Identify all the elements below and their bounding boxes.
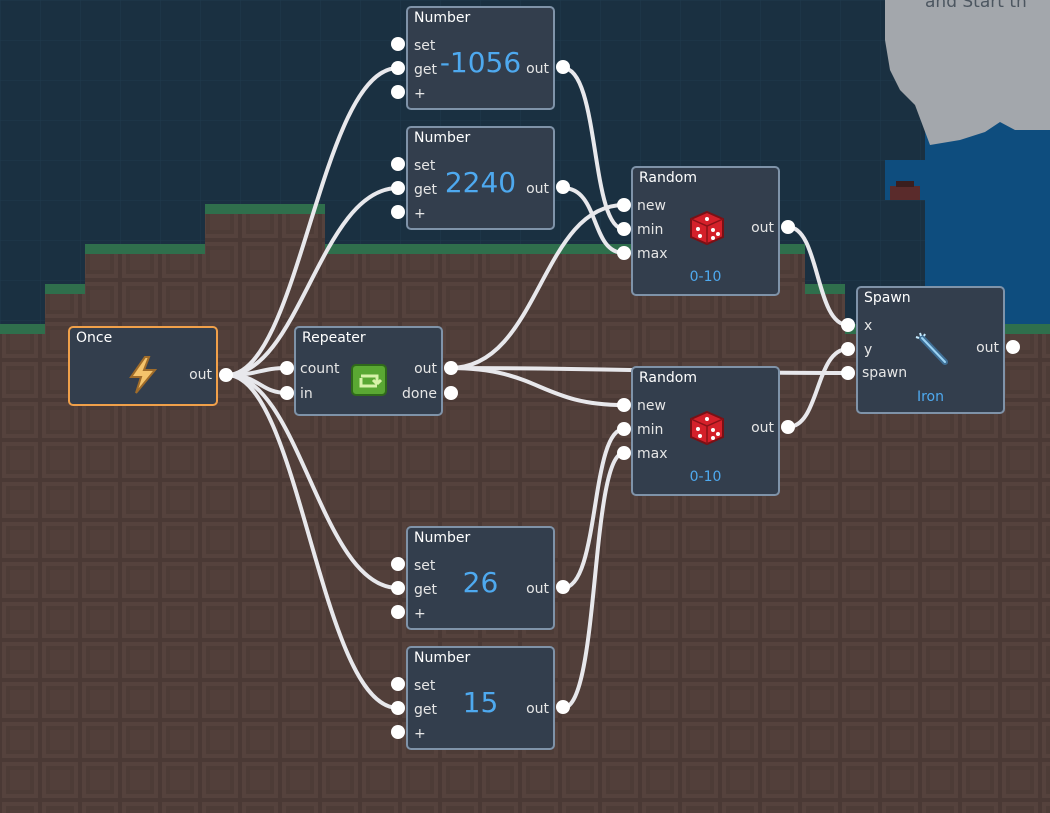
port-y[interactable]: y xyxy=(864,342,873,358)
port-done[interactable]: done xyxy=(402,386,437,402)
number-node-2[interactable]: Number set get + 2240 out xyxy=(406,126,555,230)
port-plus[interactable]: + xyxy=(414,86,426,102)
port-out[interactable]: out xyxy=(751,220,774,236)
number-node-4[interactable]: Number set get + 15 out xyxy=(406,646,555,750)
port-count[interactable]: count xyxy=(300,361,340,377)
dice-icon xyxy=(690,410,724,446)
range-label: 0-10 xyxy=(689,269,722,285)
wire-once-number1 xyxy=(225,66,400,377)
node-title: Once xyxy=(76,330,113,346)
random-node-1[interactable]: Random new min max out 0-10 xyxy=(631,166,780,296)
port-out[interactable]: out xyxy=(526,61,549,77)
stone-cloud xyxy=(885,0,1050,145)
repeat-icon xyxy=(351,364,387,396)
dice-icon xyxy=(690,210,724,246)
corner-caption: and Start th xyxy=(925,0,1027,12)
range-label: 0-10 xyxy=(689,469,722,485)
small-house xyxy=(890,181,920,200)
port-max[interactable]: max xyxy=(637,446,668,462)
number-node-1[interactable]: Number set get + -1056 out xyxy=(406,6,555,110)
spawn-item-label: Iron xyxy=(916,389,944,405)
port-out[interactable]: out xyxy=(526,181,549,197)
node-title: Number xyxy=(414,650,471,666)
lightning-icon xyxy=(129,356,158,394)
port-in[interactable]: in xyxy=(300,386,313,402)
port-out[interactable]: out xyxy=(189,367,212,383)
wire-repeater-random1 xyxy=(448,203,626,370)
number-node-3[interactable]: Number set get + 26 out xyxy=(406,526,555,630)
once-node[interactable]: Once out xyxy=(68,326,218,406)
port-get[interactable]: get xyxy=(414,582,437,598)
port-set[interactable]: set xyxy=(414,678,436,694)
wire-random1-spawn xyxy=(786,225,850,327)
wire-once-number2 xyxy=(225,186,400,377)
node-title: Random xyxy=(639,170,697,186)
wire-number3-random2 xyxy=(561,427,626,590)
wire-number4-random2 xyxy=(561,451,626,710)
wire-once-number3 xyxy=(225,373,400,590)
port-get[interactable]: get xyxy=(414,62,437,78)
port-min[interactable]: min xyxy=(637,422,664,438)
port-out[interactable]: out xyxy=(414,361,437,377)
port-get[interactable]: get xyxy=(414,182,437,198)
port-max[interactable]: max xyxy=(637,246,668,262)
number-value[interactable]: 2240 xyxy=(444,166,517,199)
node-title: Number xyxy=(414,130,471,146)
port-set[interactable]: set xyxy=(414,558,436,574)
port-out[interactable]: out xyxy=(526,581,549,597)
port-plus[interactable]: + xyxy=(414,726,426,742)
port-plus[interactable]: + xyxy=(414,206,426,222)
wire-once-number4 xyxy=(225,373,400,710)
port-out[interactable]: out xyxy=(751,420,774,436)
node-title: Number xyxy=(414,10,471,26)
number-value[interactable]: 15 xyxy=(462,686,499,719)
cave-water xyxy=(925,120,1050,330)
wire-number1-random1 xyxy=(561,66,626,231)
number-value[interactable]: -1056 xyxy=(439,46,522,79)
node-title: Repeater xyxy=(302,330,366,346)
port-x[interactable]: x xyxy=(864,318,873,334)
wand-icon xyxy=(915,332,948,365)
number-value[interactable]: 26 xyxy=(462,566,499,599)
random-node-2[interactable]: Random new min max out 0-10 xyxy=(631,366,780,496)
spawn-node[interactable]: Spawn x y spawn out Iron xyxy=(856,286,1005,414)
port-set[interactable]: set xyxy=(414,38,436,54)
port-out[interactable]: out xyxy=(526,701,549,717)
node-title: Number xyxy=(414,530,471,546)
port-plus[interactable]: + xyxy=(414,606,426,622)
port-get[interactable]: get xyxy=(414,702,437,718)
port-new[interactable]: new xyxy=(637,398,666,414)
wire-random2-spawn xyxy=(786,347,850,429)
node-title: Spawn xyxy=(864,290,911,306)
port-new[interactable]: new xyxy=(637,198,666,214)
wire-number2-random1 xyxy=(561,186,626,255)
port-min[interactable]: min xyxy=(637,222,664,238)
port-out[interactable]: out xyxy=(976,340,999,356)
node-title: Random xyxy=(639,370,697,386)
port-spawn[interactable]: spawn xyxy=(862,365,908,381)
port-set[interactable]: set xyxy=(414,158,436,174)
repeater-node[interactable]: Repeater count in out done xyxy=(294,326,443,416)
